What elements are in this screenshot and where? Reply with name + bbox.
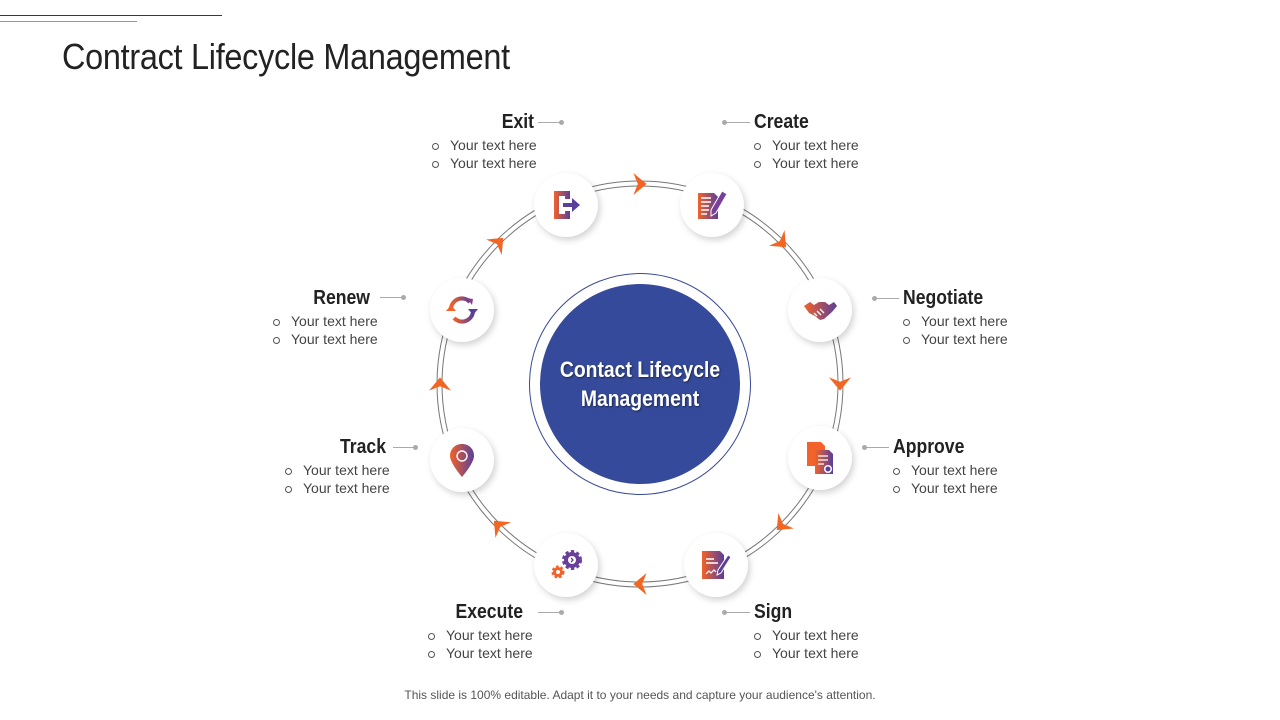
- stage-title: Execute: [455, 601, 523, 623]
- stage-label-create: Create Your text here Your text here: [754, 111, 859, 172]
- stage-title: Approve: [893, 436, 965, 458]
- stage-node-approve[interactable]: [788, 426, 852, 490]
- refresh-cycle-icon: [446, 296, 478, 324]
- stage-label-execute: Execute Your text here Your text here: [428, 601, 533, 662]
- footer-note: This slide is 100% editable. Adapt it to…: [404, 688, 876, 702]
- exit-door-icon: [554, 191, 580, 219]
- flow-arrow-icon: [768, 230, 787, 248]
- stage-title: Create: [754, 111, 809, 133]
- bullet-icon: [285, 485, 292, 493]
- bullet-icon: [432, 142, 439, 150]
- stage-node-execute[interactable]: [534, 533, 598, 597]
- flow-arrow-icon: [493, 520, 512, 538]
- approved-documents-icon: [807, 442, 833, 474]
- slide-title: Contract Lifecycle Management: [62, 36, 510, 77]
- center-label: Contact Lifecycle Management: [559, 357, 721, 411]
- stage-node-create[interactable]: [680, 173, 744, 237]
- bullet-item: Your text here: [893, 461, 998, 479]
- connector-line: [380, 297, 404, 298]
- connector-dot: [401, 295, 406, 300]
- bullet-icon: [893, 467, 900, 475]
- connector-line: [538, 612, 562, 613]
- bullet-icon: [903, 336, 910, 344]
- stage-node-negotiate[interactable]: [788, 278, 852, 342]
- bullet-item: Your text here: [754, 154, 859, 172]
- header-rule-orange: [0, 21, 137, 22]
- stage-node-renew[interactable]: [430, 278, 494, 342]
- bullet-icon: [903, 318, 910, 326]
- flow-arrow-icon: [776, 512, 794, 531]
- bullet-icon: [428, 650, 435, 658]
- bullet-item: Your text here: [893, 479, 998, 497]
- bullet-icon: [893, 485, 900, 493]
- stage-node-track[interactable]: [430, 428, 494, 492]
- header-rule-dark: [0, 15, 222, 16]
- bullet-item: Your text here: [285, 461, 390, 479]
- bullet-icon: [754, 142, 761, 150]
- document-pencil-icon: [698, 190, 728, 219]
- bullet-icon: [754, 632, 761, 640]
- connector-dot: [559, 120, 564, 125]
- bullet-item: Your text here: [273, 312, 378, 330]
- handshake-icon: [804, 302, 837, 320]
- bullet-item: Your text here: [428, 644, 533, 662]
- bullet-item: Your text here: [432, 136, 537, 154]
- stage-label-negotiate: Negotiate Your text here Your text here: [903, 287, 1008, 348]
- bullet-item: Your text here: [903, 312, 1008, 330]
- bullet-item: Your text here: [754, 644, 859, 662]
- bullet-icon: [754, 650, 761, 658]
- stage-node-exit[interactable]: [534, 173, 598, 237]
- connector-dot: [722, 120, 727, 125]
- bullet-icon: [428, 632, 435, 640]
- stage-title: Sign: [754, 601, 793, 623]
- connector-line: [865, 447, 889, 448]
- flow-arrow-icon: [633, 173, 647, 195]
- stage-label-exit: Exit Your text here Your text here: [432, 111, 537, 172]
- stage-label-track: Track Your text here Your text here: [285, 436, 390, 497]
- bullet-item: Your text here: [273, 330, 378, 348]
- stage-label-approve: Approve Your text here Your text here: [893, 436, 998, 497]
- stage-label-sign: Sign Your text here Your text here: [754, 601, 859, 662]
- bullet-item: Your text here: [428, 626, 533, 644]
- connector-dot: [872, 296, 877, 301]
- bullet-item: Your text here: [903, 330, 1008, 348]
- bullet-item: Your text here: [285, 479, 390, 497]
- bullet-icon: [432, 160, 439, 168]
- connector-dot: [559, 610, 564, 615]
- stage-title: Track: [340, 436, 386, 458]
- stage-label-renew: Renew Your text here Your text here: [273, 287, 378, 348]
- connector-dot: [722, 610, 727, 615]
- bullet-icon: [273, 318, 280, 326]
- connector-line: [726, 122, 750, 123]
- bullet-item: Your text here: [754, 626, 859, 644]
- stage-node-sign[interactable]: [684, 533, 748, 597]
- flow-arrow-icon: [428, 377, 452, 391]
- flow-arrow-icon: [486, 237, 504, 256]
- connector-dot: [862, 445, 867, 450]
- gears-icon: [551, 550, 582, 579]
- bullet-item: Your text here: [754, 136, 859, 154]
- connector-line: [726, 612, 750, 613]
- stage-title: Exit: [501, 111, 534, 133]
- connector-line: [538, 122, 562, 123]
- location-pin-icon: [450, 444, 474, 477]
- bullet-icon: [285, 467, 292, 475]
- connector-line: [875, 298, 899, 299]
- bullet-icon: [754, 160, 761, 168]
- center-circle-border: [529, 273, 751, 495]
- stage-title: Negotiate: [903, 287, 984, 309]
- connector-line: [393, 447, 417, 448]
- flow-arrow-icon: [633, 573, 647, 595]
- center-circle: Contact Lifecycle Management: [540, 284, 740, 484]
- bullet-item: Your text here: [432, 154, 537, 172]
- stage-title: Renew: [313, 287, 370, 309]
- bullet-icon: [273, 336, 280, 344]
- signature-document-icon: [702, 551, 732, 579]
- flow-arrow-icon: [828, 377, 852, 391]
- connector-dot: [413, 445, 418, 450]
